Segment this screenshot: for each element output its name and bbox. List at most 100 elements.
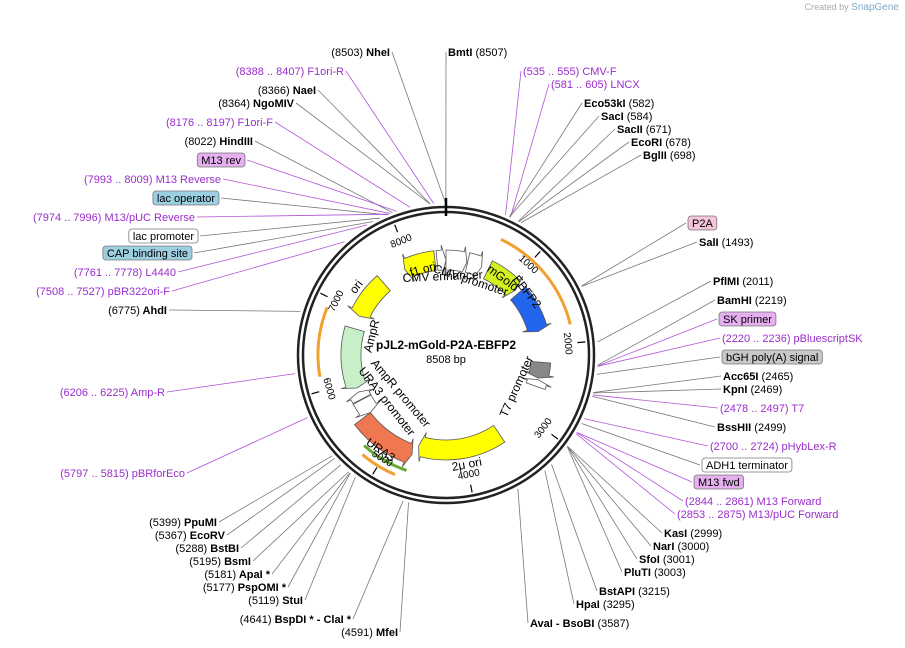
feature-arrow bbox=[510, 286, 552, 333]
site-pos: (8366) bbox=[258, 85, 290, 97]
site-text: HpaI (3295) bbox=[576, 599, 635, 611]
site-label: SK primer bbox=[718, 311, 777, 327]
leader-line bbox=[567, 446, 638, 560]
site-text: (5195) BsmI bbox=[189, 556, 251, 568]
snapgene-watermark: Created by SnapGene bbox=[805, 2, 899, 13]
site-label: (8366) NaeI bbox=[258, 85, 316, 97]
site-text: (5181) ApaI * bbox=[204, 569, 270, 581]
site-text: lac promoter bbox=[133, 231, 194, 243]
site-label: (581 .. 605) LNCX bbox=[551, 79, 640, 91]
site-text: BmtI (8507) bbox=[448, 47, 507, 59]
site-box bbox=[687, 215, 718, 231]
site-label: (2478 .. 2497) T7 bbox=[720, 403, 804, 415]
site-label: (6206 .. 6225) Amp-R bbox=[60, 387, 165, 399]
site-pos: (581 .. 605) bbox=[551, 79, 607, 91]
site-text: BamHI (2219) bbox=[717, 295, 787, 307]
site-label: SacI (584) bbox=[601, 111, 652, 123]
site-name: SalI bbox=[699, 237, 719, 249]
site-label: (4641) BspDI * - ClaI * bbox=[240, 614, 352, 626]
site-text: M13 fwd bbox=[698, 477, 740, 489]
site-label: (5195) BsmI bbox=[189, 556, 251, 568]
orf-arc bbox=[361, 453, 396, 476]
site-pos: (5288) bbox=[175, 543, 207, 555]
leader-line bbox=[575, 433, 676, 515]
leader-line bbox=[597, 299, 716, 366]
site-text: (6775) AhdI bbox=[108, 305, 167, 317]
feature-arrows bbox=[316, 238, 572, 476]
site-text: (2700 .. 2724) pHybLex-R bbox=[710, 441, 837, 453]
site-text: SacI (584) bbox=[601, 111, 652, 123]
site-pos: (5195) bbox=[189, 556, 221, 568]
site-label: (4591) MfeI bbox=[341, 627, 398, 639]
leader-line bbox=[576, 431, 693, 483]
site-name: NheI bbox=[363, 47, 390, 59]
feature-label: T7 promoter bbox=[497, 354, 537, 419]
tick-mark bbox=[470, 484, 473, 493]
site-name: BstAPI bbox=[599, 586, 635, 598]
leader-line bbox=[246, 159, 397, 212]
site-name: pBR322ori-F bbox=[105, 286, 171, 298]
site-box bbox=[196, 152, 246, 168]
leader-line bbox=[252, 471, 349, 562]
site-pos: (2011) bbox=[739, 276, 773, 288]
site-name: lac operator bbox=[157, 193, 215, 205]
feature-arrow bbox=[435, 244, 447, 276]
site-text: (8022) HindIII bbox=[185, 136, 253, 148]
site-text: (7993 .. 8009) M13 Reverse bbox=[84, 174, 221, 186]
feature-arrow bbox=[445, 246, 468, 277]
leader-line bbox=[295, 102, 431, 205]
site-pos: (5797 .. 5815) bbox=[60, 468, 129, 480]
site-pos: (2478 .. 2497) bbox=[720, 403, 789, 415]
leader-line bbox=[274, 121, 411, 208]
leader-line bbox=[218, 455, 333, 523]
site-label: SacII (671) bbox=[617, 124, 671, 136]
tick-mark bbox=[551, 433, 559, 440]
site-label: HpaI (3295) bbox=[576, 599, 635, 611]
site-text: (2220 .. 2236) pBluescriptSK bbox=[722, 333, 863, 345]
site-name: F1ori-F bbox=[235, 117, 274, 129]
site-name: LNCX bbox=[607, 79, 640, 91]
site-pos: (5177) bbox=[203, 582, 235, 594]
site-text: (4591) MfeI bbox=[341, 627, 398, 639]
watermark-brand: SnapGene bbox=[851, 2, 899, 13]
label-leader-lines bbox=[166, 51, 722, 633]
site-label: (5177) PspOMI * bbox=[203, 582, 287, 594]
site-label: M13 fwd bbox=[693, 474, 744, 490]
site-text: SalI (1493) bbox=[699, 237, 753, 249]
feature-arrow bbox=[524, 361, 554, 379]
site-label: EcoRI (678) bbox=[631, 137, 691, 149]
site-text: KpnI (2469) bbox=[723, 384, 782, 396]
site-text: P2A bbox=[692, 218, 713, 230]
tick-label: 2000 bbox=[561, 332, 574, 356]
site-name: BstBI bbox=[207, 543, 239, 555]
backbone bbox=[296, 198, 596, 505]
site-pos: (535 .. 555) bbox=[523, 66, 579, 78]
leader-line bbox=[592, 395, 716, 428]
site-pos: (3215) bbox=[635, 586, 670, 598]
site-label: (2853 .. 2875) M13/pUC Forward bbox=[677, 509, 838, 521]
plasmid-length: 8508 bp bbox=[426, 354, 466, 366]
site-pos: (4591) bbox=[341, 627, 373, 639]
feature-arrow bbox=[346, 388, 374, 405]
site-label: NarI (3000) bbox=[653, 541, 709, 553]
leader-line bbox=[596, 356, 721, 375]
leader-line bbox=[551, 464, 598, 592]
site-name: M13 Reverse bbox=[153, 174, 221, 186]
leader-line bbox=[518, 141, 630, 222]
site-label: M13 rev bbox=[196, 152, 246, 168]
site-text: (7974 .. 7996) M13/pUC Reverse bbox=[33, 212, 195, 224]
site-text: (5367) EcoRV bbox=[155, 530, 226, 542]
site-box bbox=[718, 311, 777, 327]
site-label: AvaI - BsoBI (3587) bbox=[530, 618, 629, 630]
site-text: (7761 .. 7778) L4440 bbox=[74, 267, 176, 279]
site-text: (8388 .. 8407) F1ori-R bbox=[236, 66, 344, 78]
site-pos: (3001) bbox=[660, 554, 695, 566]
site-label: (8176 .. 8197) F1ori-F bbox=[166, 117, 273, 129]
site-text: (7508 .. 7527) pBR322ori-F bbox=[36, 286, 170, 298]
site-name: EcoRV bbox=[187, 530, 226, 542]
site-label: (7508 .. 7527) pBR322ori-F bbox=[36, 286, 170, 298]
site-name: KpnI bbox=[723, 384, 747, 396]
site-label: BssHII (2499) bbox=[717, 422, 786, 434]
site-text: BstAPI (3215) bbox=[599, 586, 670, 598]
